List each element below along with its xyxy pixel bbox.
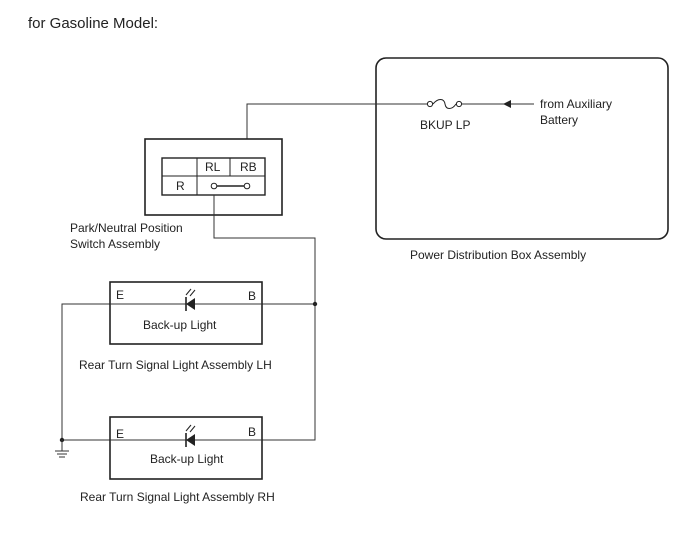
switch-label-line2: Switch Assembly bbox=[70, 237, 160, 251]
switch-label-line1: Park/Neutral Position bbox=[70, 221, 183, 235]
switch-contact-icon bbox=[210, 182, 251, 190]
lamp-lh-terminal-b: B bbox=[248, 289, 256, 303]
lamp-lh-led-icon bbox=[185, 288, 196, 311]
lamp-rh-box bbox=[109, 416, 263, 480]
lamp-lh-terminal-e: E bbox=[116, 288, 124, 302]
ground-wire bbox=[61, 303, 110, 441]
diagram-title: for Gasoline Model: bbox=[28, 15, 158, 32]
lamp-rh-assembly-label: Rear Turn Signal Light Assembly RH bbox=[80, 490, 275, 504]
wire-rl-to-lamps bbox=[213, 195, 316, 441]
source-arrow-icon bbox=[503, 100, 511, 108]
lamp-rh-led-icon bbox=[185, 424, 196, 447]
switch-terminal-rb: RB bbox=[240, 160, 257, 174]
power-distribution-box bbox=[375, 57, 669, 240]
fuse-bkup-lp bbox=[426, 99, 463, 109]
lamp-lh-inner-label: Back-up Light bbox=[143, 318, 217, 332]
ground-icon bbox=[55, 440, 69, 458]
lamp-lh-assembly-label: Rear Turn Signal Light Assembly LH bbox=[79, 358, 272, 372]
lamp-rh-terminal-b: B bbox=[248, 425, 256, 439]
lamp-rh-terminal-e: E bbox=[116, 427, 124, 441]
lamp-rh-inner-label: Back-up Light bbox=[150, 452, 224, 466]
source-label-line2: Battery bbox=[540, 113, 578, 127]
source-label-line1: from Auxiliary bbox=[540, 97, 612, 111]
junction-dot bbox=[312, 301, 318, 307]
fuse-label: BKUP LP bbox=[420, 118, 470, 132]
switch-terminal-r: R bbox=[176, 179, 185, 193]
lamp-lh-box bbox=[109, 281, 263, 345]
switch-terminal-rl: RL bbox=[205, 160, 221, 174]
power-distribution-box-label: Power Distribution Box Assembly bbox=[410, 248, 586, 262]
